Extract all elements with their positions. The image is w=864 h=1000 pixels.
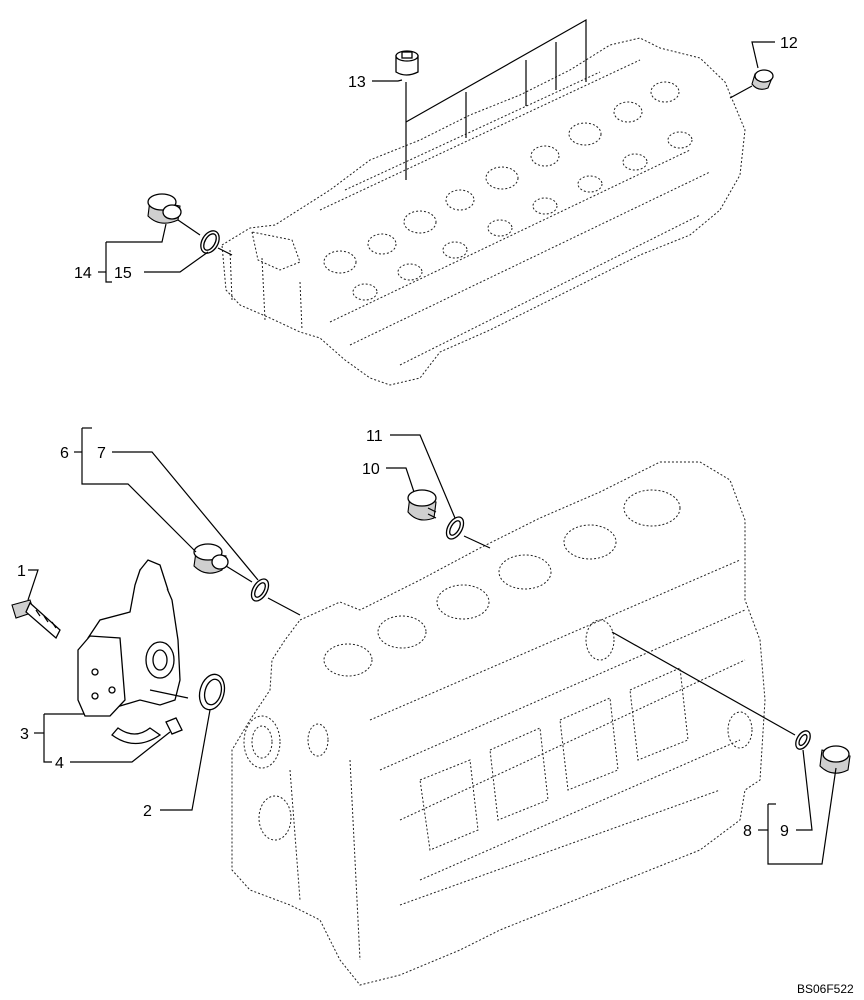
filter-housing-3 <box>77 559 189 745</box>
o-ring-7 <box>250 578 270 602</box>
o-ring-9 <box>795 730 811 750</box>
callout-4: 4 <box>55 755 64 772</box>
callout-7: 7 <box>97 445 106 462</box>
o-ring-15 <box>200 230 220 254</box>
dowel-4 <box>165 717 183 735</box>
plug-12 <box>729 69 774 99</box>
callout-10: 10 <box>362 461 380 478</box>
seal-ring-2 <box>198 673 226 711</box>
callout-12: 12 <box>780 35 798 52</box>
callout-1: 1 <box>17 563 26 580</box>
bolt-1 <box>11 599 61 640</box>
plug-13 <box>395 50 419 76</box>
o-ring-11 <box>445 516 465 540</box>
callout-13: 13 <box>348 74 366 91</box>
callout-3: 3 <box>20 726 29 743</box>
callout-11: 11 <box>366 428 383 445</box>
callout-14: 14 <box>74 265 92 282</box>
plug-10 <box>407 489 437 521</box>
cylinder-head <box>221 37 746 386</box>
callout-8: 8 <box>743 823 752 840</box>
callout-15: 15 <box>114 265 132 282</box>
cylinder-block <box>231 461 766 986</box>
callout-6: 6 <box>60 445 69 462</box>
callout-9: 9 <box>780 823 789 840</box>
reference-code: BS06F522 <box>797 982 854 996</box>
leader-lines <box>27 18 837 865</box>
plug-8 <box>819 745 851 774</box>
callout-2: 2 <box>143 803 152 820</box>
plug-14 <box>147 193 182 224</box>
plug-6 <box>193 543 229 574</box>
